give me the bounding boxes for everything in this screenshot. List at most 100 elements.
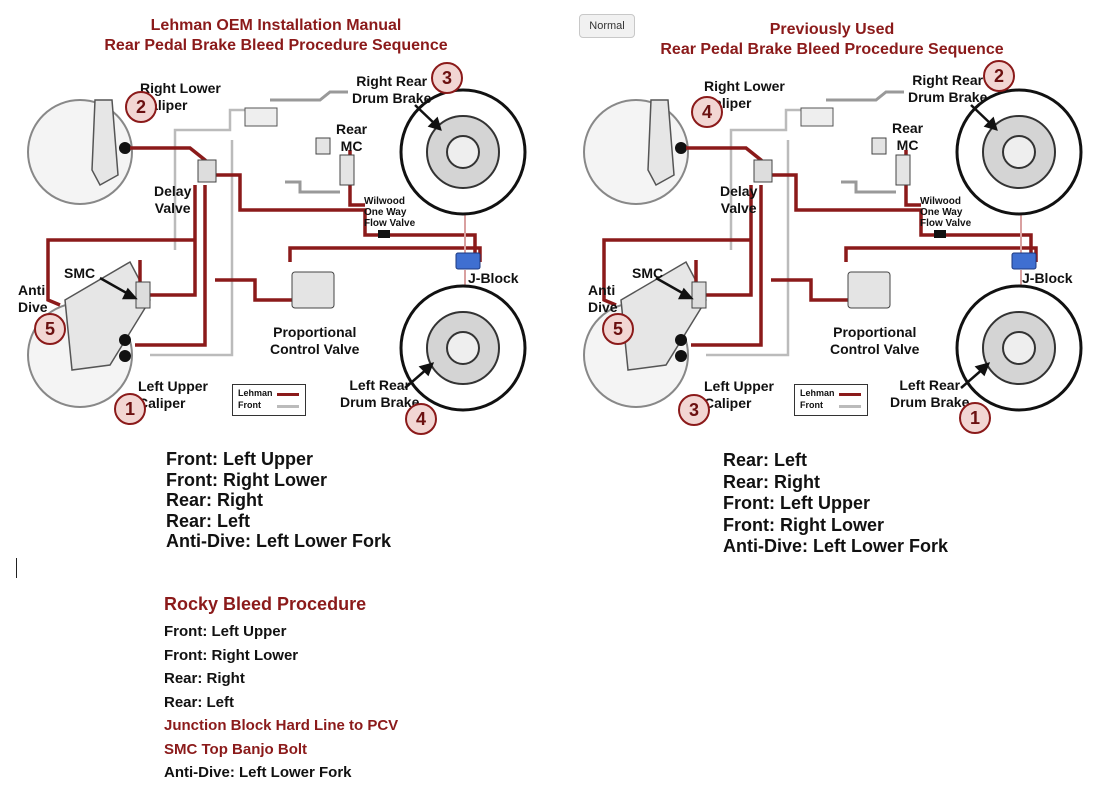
anti-dive-label: Anti Dive <box>588 282 618 315</box>
step-badge-right-rear: 3 <box>431 62 463 94</box>
rear-mc-reservoir <box>871 137 887 155</box>
left-rear-drum-label: Left Rear Drum Brake <box>890 377 970 410</box>
left-rear-drum-center <box>1002 331 1036 365</box>
right-brake-diagram: Previously Used Rear Pedal Brake Bleed P… <box>556 0 1105 440</box>
front-line <box>706 108 816 357</box>
rocky-step-highlight: Junction Block Hard Line to PCV <box>164 717 399 734</box>
legend-front-swatch <box>277 405 299 408</box>
text-cursor <box>16 558 17 578</box>
proportional-control-valve-body <box>291 271 335 309</box>
rear-pedal <box>841 180 896 194</box>
oem-sequence-list: Front: Left Upper Front: Right Lower Rea… <box>166 449 391 552</box>
legend-front-label: Front <box>238 400 261 410</box>
front-line <box>150 108 260 357</box>
step-badge-left-upper: 1 <box>114 393 146 425</box>
smc-unit <box>135 281 151 309</box>
right-rear-drum-label: Right Rear Drum Brake <box>908 72 988 105</box>
previous-sequence-item: Front: Left Upper <box>723 493 870 513</box>
left-caliper-bleeder-2 <box>119 350 131 362</box>
rear-mc-body <box>895 154 911 186</box>
step-badge-left-upper: 3 <box>678 394 710 426</box>
oem-sequence-item: Rear: Right <box>166 490 264 510</box>
line-legend: Lehman Front <box>232 384 306 416</box>
step-badge-right-lower: 4 <box>691 96 723 128</box>
front-lever <box>270 90 348 102</box>
right-lower-caliper-body <box>91 99 119 187</box>
smc-unit <box>691 281 707 309</box>
right-lower-bleeder <box>119 142 131 154</box>
rocky-step: Front: Left Upper <box>164 623 287 640</box>
left-caliper-bleeder-1 <box>119 334 131 346</box>
front-master-cylinder <box>244 107 278 127</box>
left-caliper-bleeder-1 <box>675 334 687 346</box>
left-diagram-title: Lehman OEM Installation Manual <box>150 17 402 34</box>
pointer-arrows <box>655 104 998 389</box>
left-rear-drum-center <box>446 331 480 365</box>
rocky-step: Anti-Dive: Left Lower Fork <box>164 764 352 781</box>
previous-sequence-list: Rear: Left Rear: Right Front: Left Upper… <box>723 450 948 558</box>
legend-front-label: Front <box>800 400 823 410</box>
rear-pedal <box>285 180 340 194</box>
delay-valve-label: Delay Valve <box>720 183 758 216</box>
right-rear-drum-label: Right Rear Drum Brake <box>352 73 432 106</box>
right-lower-caliper-body <box>647 99 675 187</box>
left-upper-caliper-label: Left Upper Caliper <box>704 378 774 411</box>
j-block-label: J-Block <box>468 270 519 286</box>
previous-sequence-item: Front: Right Lower <box>723 514 884 535</box>
smc-label: SMC <box>632 265 664 281</box>
oem-sequence-item: Anti-Dive: Left Lower Fork <box>166 531 392 551</box>
left-diagram-drawing <box>27 88 527 412</box>
paragraph-style-button[interactable]: Normal <box>579 14 635 38</box>
right-diagram-drawing <box>583 88 1083 412</box>
left-rear-drum-label: Left Rear Drum Brake <box>340 377 420 410</box>
right-diagram-title: Previously Used <box>769 21 895 38</box>
legend-lehman-label: Lehman <box>800 388 835 398</box>
legend-lehman-label: Lehman <box>238 388 273 398</box>
right-diagram-subtitle: Rear Pedal Brake Bleed Procedure Sequenc… <box>660 41 1004 58</box>
delay-valve-label: Delay Valve <box>154 183 192 216</box>
delay-valve-body <box>753 159 773 183</box>
rocky-step: Rear: Left <box>164 693 235 711</box>
right-lower-bleeder <box>675 142 687 154</box>
previous-sequence-item: Rear: Right <box>723 471 821 492</box>
front-master-cylinder <box>800 107 834 127</box>
rear-mc-reservoir <box>315 137 331 155</box>
step-badge-anti-dive: 5 <box>34 313 66 345</box>
wilwood-valve-label: Wilwood One Way Flow Valve <box>920 196 972 229</box>
proportional-control-valve-body <box>847 271 891 309</box>
anti-dive-label: Anti Dive <box>18 282 48 315</box>
right-rear-drum-center <box>446 135 480 169</box>
proportional-valve-label: Proportional Control Valve <box>830 324 920 357</box>
legend-lehman-swatch <box>277 393 299 396</box>
legend-front-swatch <box>839 405 861 408</box>
previous-sequence-item: Rear: Left <box>723 450 808 470</box>
j-block-label: J-Block <box>1022 270 1073 286</box>
rocky-step: Rear: Right <box>164 670 245 687</box>
proportional-valve-label: Proportional Control Valve <box>270 324 360 357</box>
step-badge-left-rear: 4 <box>405 403 437 435</box>
rear-mc-body <box>339 154 355 186</box>
rear-mc-label: Rear MC <box>336 121 368 154</box>
rocky-step: Front: Right Lower <box>164 646 299 664</box>
step-badge-right-rear: 2 <box>983 60 1015 92</box>
left-diagram-subtitle: Rear Pedal Brake Bleed Procedure Sequenc… <box>104 37 448 54</box>
pointer-arrows <box>99 104 442 389</box>
delay-valve-body <box>197 159 217 183</box>
line-legend: Lehman Front <box>794 384 868 416</box>
wilwood-valve-body <box>378 230 390 238</box>
left-caliper-bleeder-2 <box>675 350 687 362</box>
oem-sequence-item: Front: Right Lower <box>166 469 327 490</box>
oem-sequence-item: Front: Left Upper <box>166 449 313 469</box>
rear-mc-label: Rear MC <box>892 120 924 153</box>
wilwood-valve-label: Wilwood One Way Flow Valve <box>364 196 416 229</box>
left-upper-caliper-label: Left Upper Caliper <box>138 378 208 411</box>
rocky-procedure-list: Front: Left Upper Front: Right Lower Rea… <box>164 620 398 785</box>
previous-sequence-item: Anti-Dive: Left Lower Fork <box>723 536 949 556</box>
step-badge-right-lower: 2 <box>125 91 157 123</box>
legend-lehman-swatch <box>839 393 861 396</box>
oem-sequence-item: Rear: Left <box>166 510 251 531</box>
front-lever <box>826 90 904 102</box>
rocky-procedure-title: Rocky Bleed Procedure <box>164 594 367 614</box>
j-block-body <box>1011 252 1037 270</box>
rocky-step-highlight: SMC Top Banjo Bolt <box>164 740 308 758</box>
